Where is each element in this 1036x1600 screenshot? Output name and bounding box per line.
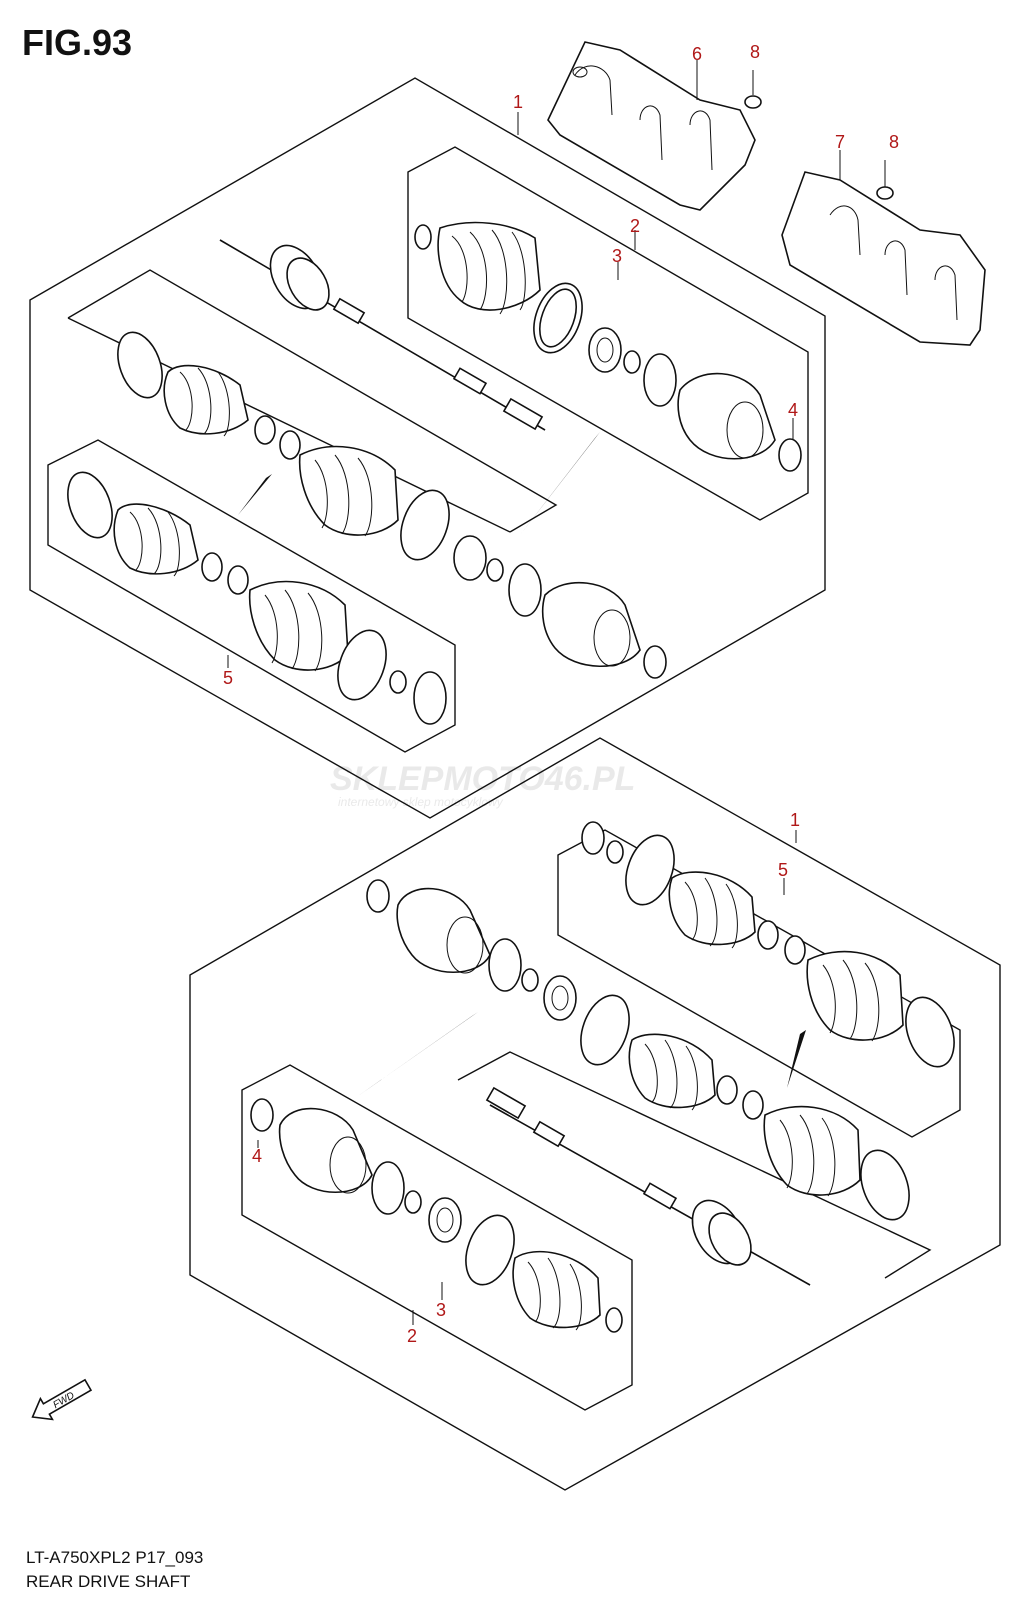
watermark-text: SKLEPMOTO46.PL [330, 760, 635, 798]
bottom-leader-lines [257, 830, 797, 1325]
bottom-drive-shaft [485, 1086, 811, 1286]
footer-model-code: LT-A750XPL2 P17_093 [26, 1548, 204, 1567]
figure-title: FIG.93 [22, 22, 133, 63]
fwd-label: FWD [51, 1390, 76, 1411]
callout-top-7: 7 [835, 132, 845, 152]
callout-top-3: 3 [612, 246, 622, 266]
top-group-5-parts [67, 471, 447, 725]
bottom-group-5-parts [581, 821, 955, 1068]
watermark: SKLEPMOTO46.PL internetowy sklep motocyk… [330, 760, 635, 809]
top-leader-lines [227, 60, 841, 668]
callout-top-5: 5 [223, 668, 233, 688]
bracket-7 [781, 160, 986, 346]
callout-bottom-5: 5 [778, 860, 788, 880]
footer-part-name: REAR DRIVE SHAFT [26, 1572, 191, 1591]
bottom-assembly-outline [189, 737, 1001, 1491]
bottom-group-2-parts [250, 1098, 623, 1333]
bottom-group-right-outline [457, 1051, 932, 1279]
callout-top-1: 1 [513, 92, 523, 112]
callout-bottom-2: 2 [407, 1326, 417, 1346]
top-drive-shaft [219, 239, 546, 431]
bottom-group-2-outline [241, 1064, 633, 1411]
top-assembly-outline [29, 77, 826, 819]
callout-bottom-4: 4 [252, 1146, 262, 1166]
callout-bottom-1: 1 [790, 810, 800, 830]
callout-top-2: 2 [630, 216, 640, 236]
callout-bottom-3: 3 [436, 1300, 446, 1320]
top-group-2-parts [414, 221, 802, 472]
top-group-5-outline [47, 439, 456, 753]
watermark-subtitle: internetowy sklep motocyklowy [338, 795, 504, 809]
top-group-left-outline [67, 269, 558, 533]
fwd-arrow-icon: FWD [31, 1378, 93, 1421]
callout-top-6: 6 [692, 44, 702, 64]
callout-top-4: 4 [788, 400, 798, 420]
callout-top-8b: 8 [889, 132, 899, 152]
top-group-2-outline [407, 146, 809, 521]
bottom-group-5-outline [557, 829, 961, 1138]
callout-top-8a: 8 [750, 42, 760, 62]
bottom-housing-row [358, 879, 910, 1221]
bracket-6 [547, 41, 762, 211]
top-boot-group [117, 331, 667, 679]
